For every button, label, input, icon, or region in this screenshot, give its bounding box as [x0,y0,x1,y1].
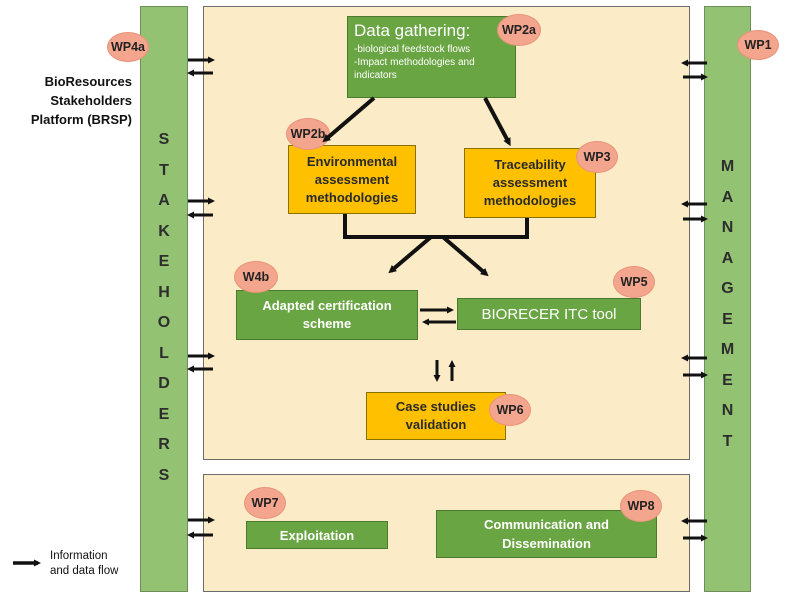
stakeholders-letter: K [158,222,170,240]
data-gathering-box: Data gathering: -biological feedstock fl… [347,16,516,98]
management-column: M A N A G E M E N T [704,6,751,592]
data-gathering-item: -Impact methodologies and indicators [354,57,475,81]
certification-line: scheme [302,316,352,331]
environmental-line: methodologies [305,189,399,205]
traceability-line: Traceability [494,157,566,172]
case-studies-line: Case studies [395,399,477,414]
stakeholders-letter: E [158,405,170,423]
badge-wp8: WP8 [620,490,662,522]
management-letter: M [720,341,735,358]
stakeholders-letter: E [158,253,170,270]
certification-scheme-box: Adapted certification scheme [236,290,418,340]
badge-w4b: W4b [234,261,278,293]
legend-line: and data flow [50,565,119,577]
stakeholders-letter: S [158,466,170,484]
case-studies-line: validation [405,417,467,432]
management-letter: A [721,188,734,206]
environmental-assessment-box: Environmental assessment methodologies [288,145,416,214]
management-letter: M [720,158,735,175]
exploitation-label: Exploitation [279,527,355,543]
environmental-line: Environmental [306,153,398,169]
stakeholders-letter: L [159,344,169,362]
management-letter: N [721,219,734,236]
stakeholders-letter: S [158,131,170,148]
badge-wp1: WP1 [737,30,779,60]
badge-wp5: WP5 [613,266,655,298]
itc-tool-box: BIORECER ITC tool [457,298,641,330]
stakeholders-letter: T [159,161,169,179]
exploitation-box: Exploitation [246,521,388,549]
certification-line: Adapted certification [262,298,392,313]
badge-wp7: WP7 [244,487,286,519]
itc-tool-label: BIORECER ITC tool [481,305,617,323]
stakeholders-letter: A [158,192,170,209]
communication-box: Communication and Dissemination [436,510,657,558]
badge-wp3: WP3 [576,141,618,173]
stakeholders-column: S T A K E H O L D E R S [140,6,188,592]
case-studies-box: Case studies validation [366,392,506,440]
management-letter: T [722,432,733,450]
brsp-label-line: Platform (BRSP) [30,112,132,127]
communication-line: Communication and [484,517,609,532]
traceability-line: methodologies [483,193,577,208]
legend-line: Information [50,550,108,562]
management-letter: N [721,402,734,419]
badge-wp4a: WP4a [107,32,149,62]
traceability-line: assessment [492,175,568,190]
brsp-label: BioResources Stakeholders Platform (BRSP… [8,72,132,129]
management-letter: A [721,249,734,267]
communication-line: Dissemination [502,536,591,551]
badge-wp6: WP6 [489,394,531,426]
stakeholders-letter: D [158,375,170,392]
stakeholders-letter: R [158,436,170,453]
stakeholders-letter: O [157,314,171,331]
legend-text: Information and data flow [50,549,118,579]
management-letter: E [722,310,733,328]
badge-wp2a: WP2a [497,14,541,46]
data-gathering-title: Data gathering: [354,21,471,40]
badge-wp2b: WP2b [286,118,330,150]
management-letter: G [721,280,734,297]
environmental-line: assessment [314,171,390,187]
stakeholders-letter: H [158,283,170,301]
management-letter: E [722,371,733,389]
traceability-assessment-box: Traceability assessment methodologies [464,148,596,218]
brsp-label-line: Stakeholders [50,93,132,108]
data-gathering-item: -biological feedstock flows [354,44,471,55]
brsp-label-line: BioResources [44,74,132,89]
